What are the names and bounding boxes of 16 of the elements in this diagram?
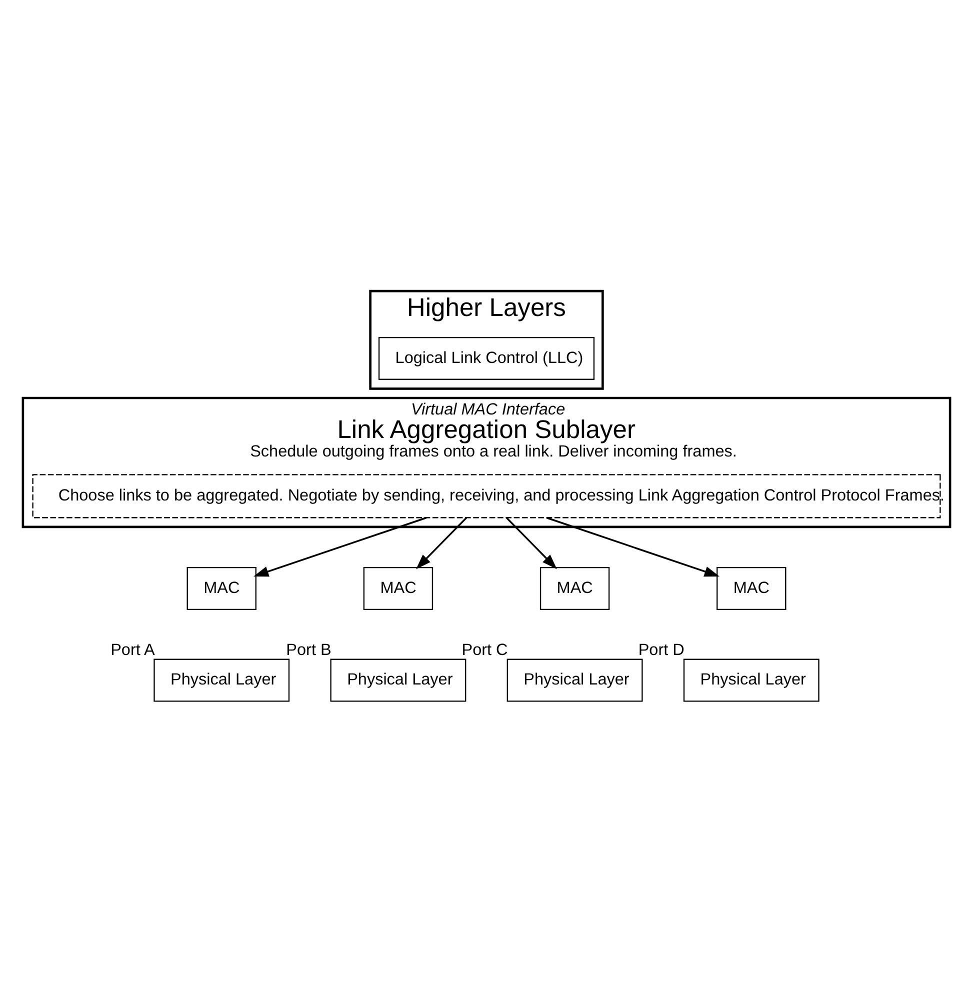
node-box: Physical Layer [506, 658, 642, 702]
node-box: Physical Layer [330, 658, 466, 702]
node-box: MAC [539, 566, 610, 610]
node-label: Port D [638, 640, 684, 658]
node-box: Logical Link Control (LLC) [378, 336, 594, 380]
node-box: MAC [362, 566, 433, 610]
node-box: MAC [186, 566, 256, 610]
node-label: Port A [110, 640, 154, 658]
node-label: Port B [286, 640, 331, 658]
arrow [505, 516, 556, 569]
node-box: Physical Layer [682, 658, 819, 702]
arrow [416, 516, 467, 569]
node-box: Choose links to be aggregated. Negotiate by sending, receiving, and processing Link Aggregation Control Protocol Frames. [32, 474, 940, 518]
node-box: MAC [716, 566, 786, 610]
node-label: Port C [461, 640, 508, 658]
node-box: Physical Layer [153, 658, 290, 702]
